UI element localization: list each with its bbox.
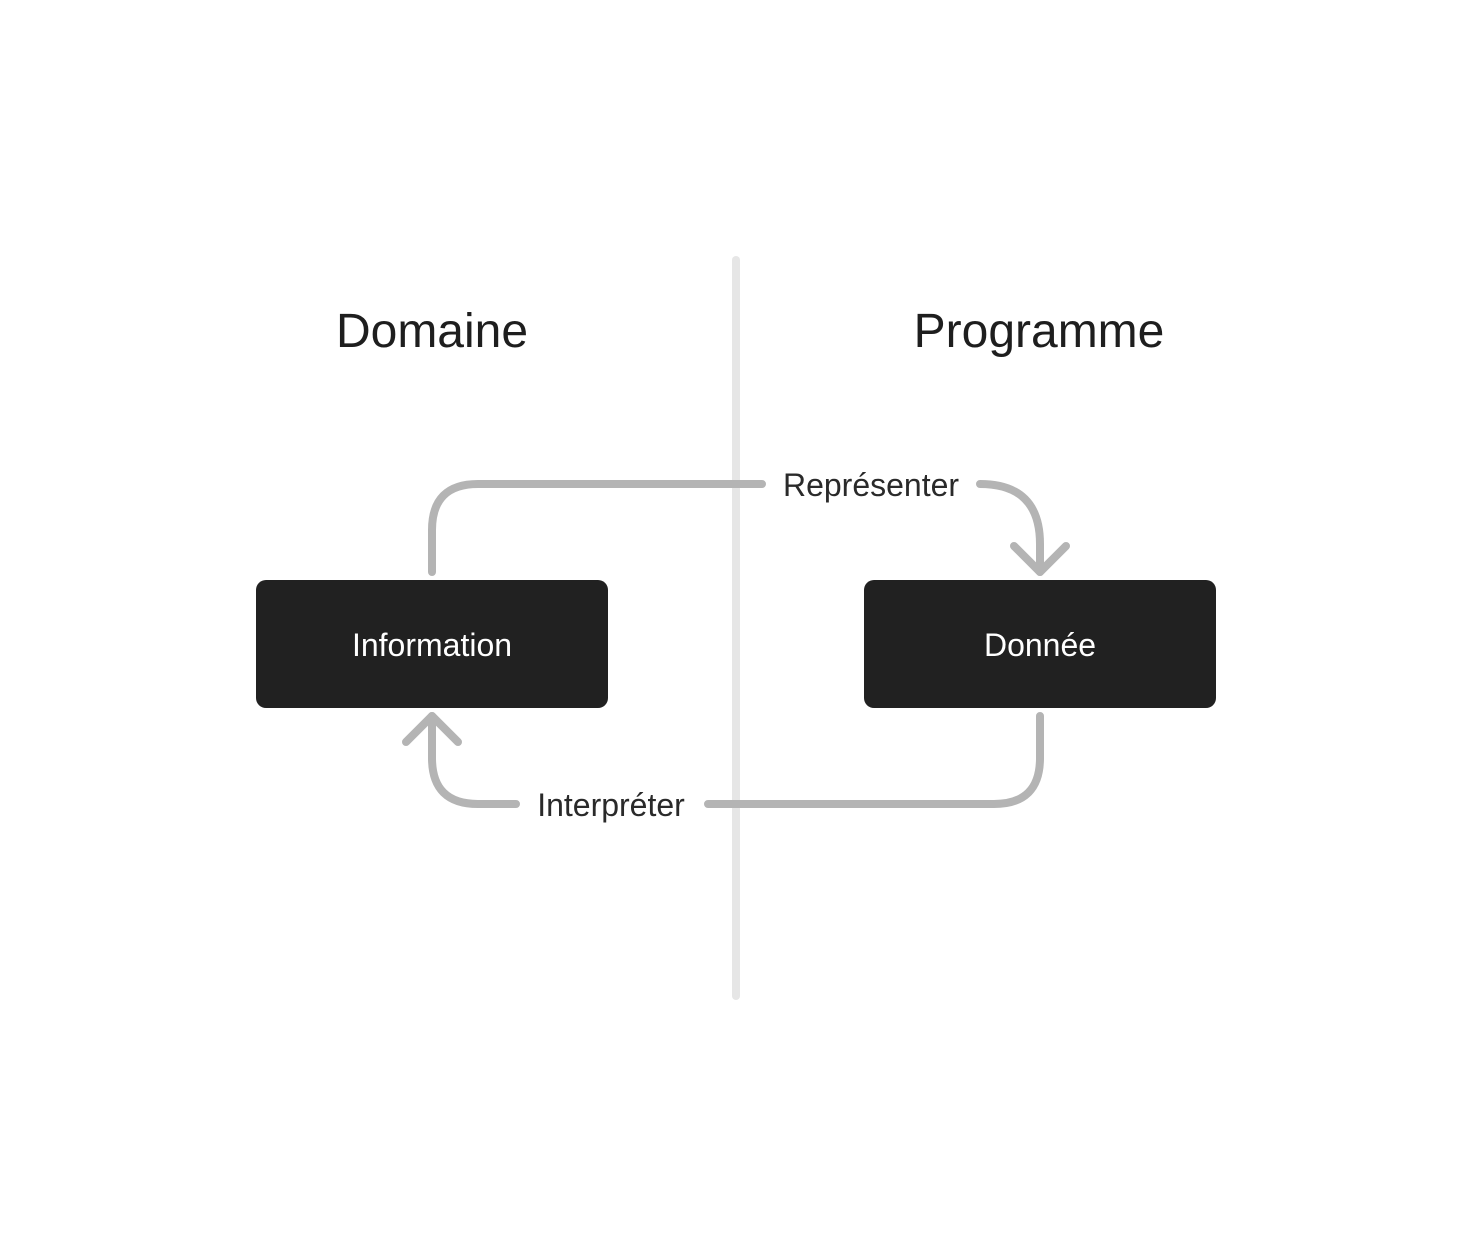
represent-connector-right [976,480,1044,576]
domain-title: Domaine [336,305,528,358]
donnee-node: Donnée [864,580,1216,708]
program-title: Programme [914,305,1165,358]
information-node-box [256,580,608,708]
interpret-connector-left [428,712,520,808]
information-node: Information [256,580,608,708]
donnee-node-box [864,580,1216,708]
interpret-arrowhead-icon [402,712,462,746]
interpret-connector-right [704,712,1044,808]
information-node-label: Information [352,627,512,663]
represent-label: Représenter [783,467,959,503]
represent-arrowhead-icon [1010,542,1070,576]
represent-connector-left [428,480,766,576]
donnee-node-label: Donnée [984,627,1096,663]
interpret-label: Interpréter [537,787,685,823]
